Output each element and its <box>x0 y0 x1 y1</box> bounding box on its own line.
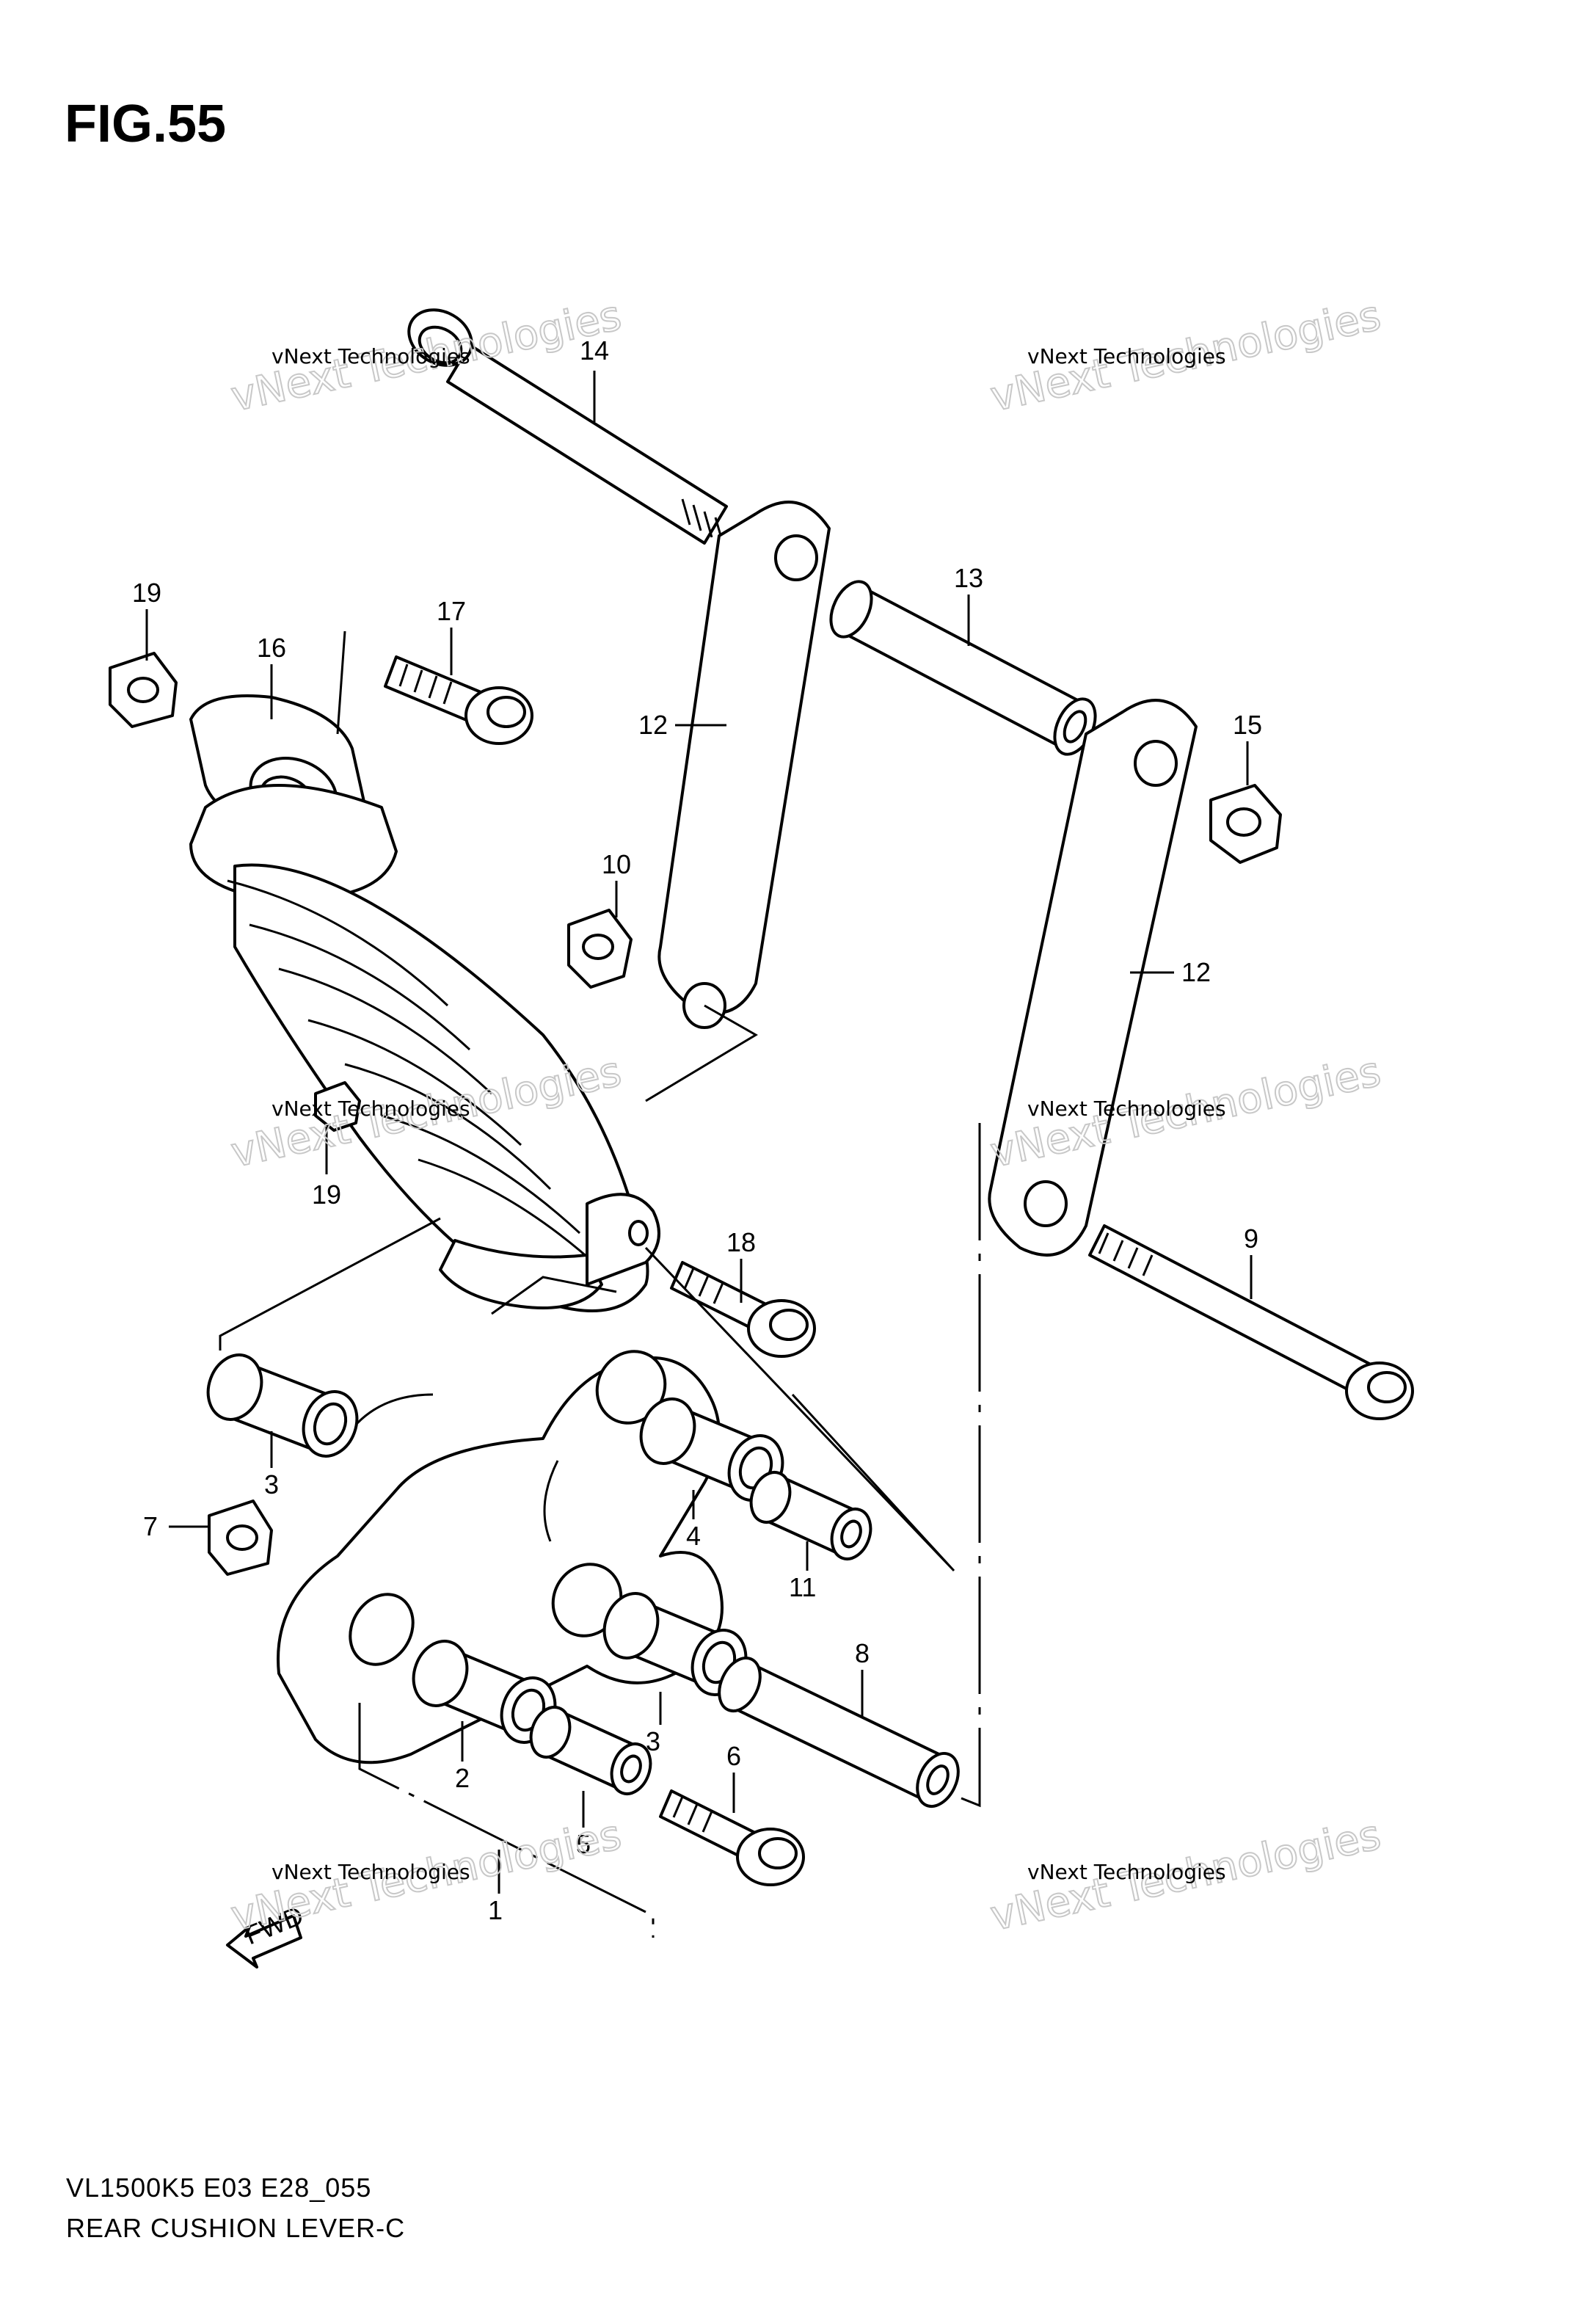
bolt-6 <box>659 1789 805 1886</box>
callout-2: 2 <box>455 1763 470 1793</box>
callout-5: 5 <box>576 1829 591 1859</box>
pipe-13 <box>829 580 1097 756</box>
cushion-lever-1 <box>277 1350 724 1764</box>
diagram-code: VL1500K5 E03 E28_055 <box>66 2173 372 2203</box>
callout-17: 17 <box>437 596 466 626</box>
callout-9: 9 <box>1244 1224 1258 1254</box>
watermark-small-4: vNext Technologies <box>1027 1097 1226 1121</box>
callout-8: 8 <box>855 1638 870 1668</box>
bolt-9 <box>1088 1224 1414 1420</box>
callout-1: 1 <box>488 1895 503 1925</box>
callout-12-right: 12 <box>1181 957 1211 987</box>
shock-absorber-16 <box>189 694 660 1312</box>
callout-10: 10 <box>602 849 631 879</box>
link-plate-12-right <box>988 699 1198 1257</box>
bolt-17 <box>384 655 533 745</box>
figure-title: FIG.55 <box>65 95 227 153</box>
reference-lines <box>219 630 981 1938</box>
callout-13: 13 <box>954 563 983 593</box>
watermark-small-6: vNext Technologies <box>1027 1860 1226 1884</box>
pipe-8 <box>718 1656 960 1808</box>
callout-7: 7 <box>143 1511 158 1541</box>
callout-4: 4 <box>686 1521 701 1551</box>
callout-6: 6 <box>726 1741 741 1771</box>
watermark-small-5: vNext Technologies <box>272 1860 470 1884</box>
watermark-small-1: vNext Technologies <box>272 344 470 368</box>
callout-19-bottom: 19 <box>312 1179 341 1210</box>
callout-3-top: 3 <box>264 1469 279 1499</box>
callout-18: 18 <box>726 1227 756 1257</box>
nut-10 <box>567 909 633 989</box>
callout-12-left: 12 <box>638 710 668 740</box>
pipe-5 <box>529 1706 652 1795</box>
nut-19-top <box>109 652 178 728</box>
callout-14: 14 <box>580 335 609 366</box>
callout-numbers: 14 13 12 15 12 19 16 17 10 19 18 9 3 7 4… <box>132 335 1262 1925</box>
bolt-18 <box>670 1261 816 1358</box>
link-plate-12-left <box>657 501 831 1029</box>
watermark-small-3: vNext Technologies <box>272 1097 470 1121</box>
callout-16: 16 <box>257 633 286 663</box>
nut-19-bottom <box>314 1081 361 1132</box>
bushing-3-top <box>206 1353 359 1458</box>
watermark-small-2: vNext Technologies <box>1027 344 1226 368</box>
callout-leaders <box>145 371 1253 1894</box>
bolt-14 <box>407 308 728 545</box>
nut-7 <box>208 1499 273 1576</box>
callout-11: 11 <box>789 1572 816 1602</box>
callout-15: 15 <box>1233 710 1262 740</box>
diagram-name: REAR CUSHION LEVER-C <box>66 2213 406 2243</box>
pipe-11 <box>749 1471 872 1560</box>
callout-19-top: 19 <box>132 578 161 608</box>
nut-15 <box>1209 784 1282 864</box>
callout-3-middle: 3 <box>646 1726 660 1756</box>
